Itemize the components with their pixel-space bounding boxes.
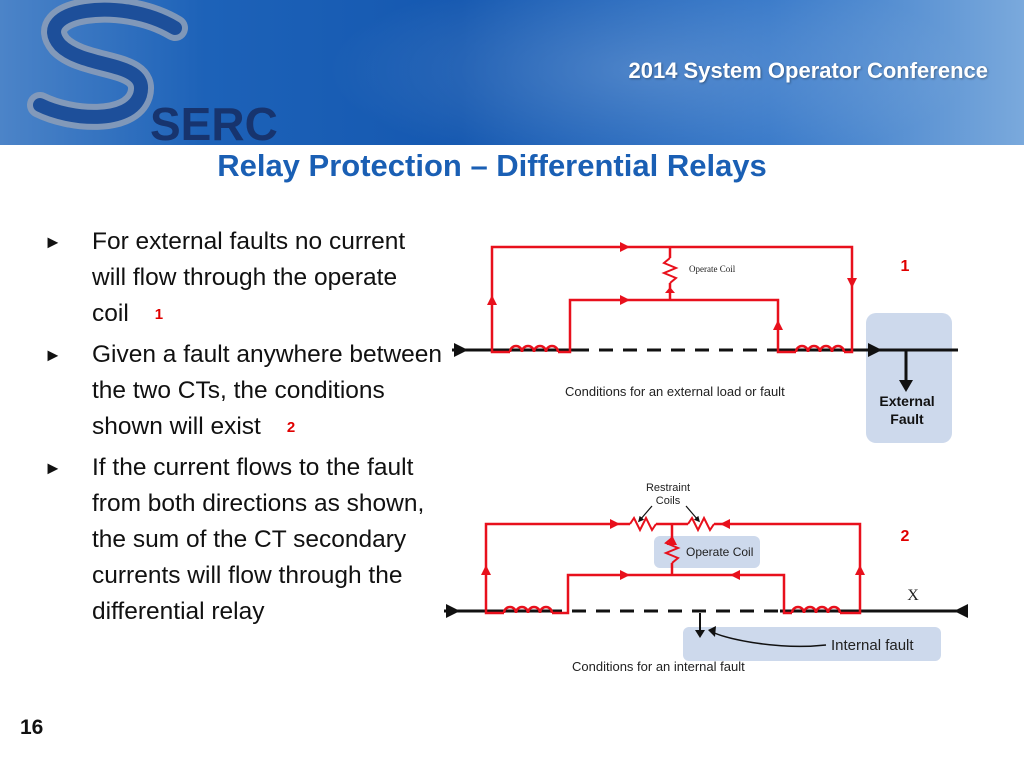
current-arrow [730,570,740,580]
outer-loop-left [484,522,630,615]
primary-arrow-left [446,604,460,618]
internal-fault-pointer [711,631,827,648]
current-arrow [773,320,783,330]
external-fault-label: Fault [890,411,924,427]
restraint-pointer [685,505,700,523]
bullet-item: ► For external faults no current will fl… [44,224,444,333]
bullet-text: If the current flows to the fault from b… [92,454,425,625]
slide-title: Relay Protection – Differential Relays [217,148,767,183]
inner-loop [552,573,792,615]
external-fault-box [866,313,952,443]
current-arrow [620,570,630,580]
diagram-external-fault: Operate Coil Conditions for an external … [452,242,958,443]
bullet-item: ► If the current flows to the fault from… [44,450,444,630]
ct-coil-right [790,605,842,614]
internal-fault-box [683,627,941,661]
restraint-coil-left [629,515,657,533]
bullet-item: ► Given a fault anywhere between the two… [44,337,444,446]
internal-fault-pointer-head [708,626,716,637]
operate-coil-resistor [661,257,679,284]
serc-logo: SERC [27,0,278,145]
restraint-coil-right [687,515,715,533]
current-arrow [847,278,857,288]
restraint-coils-label: Coils [656,495,681,507]
bullet-ref-number: 2 [286,419,296,436]
bullet-ref-number: 1 [154,306,164,323]
diagram-internal-fault: Restraint Coils Operate Coil X Internal … [444,482,968,674]
restraint-pointer [638,505,653,523]
current-arrow [620,242,630,252]
current-arrow [855,565,865,575]
current-arrow [720,519,730,529]
ct-coil-right [794,344,846,353]
logo-text: SERC [150,98,278,145]
inner-loop [558,298,796,354]
ct-coil-left [502,605,554,614]
primary-arrow-right [954,604,968,618]
diagram1-number: 1 [901,258,910,275]
slide-page-number: 16 [20,716,44,739]
diagram1-caption: Conditions for an external load or fault [565,384,785,399]
current-arrow [620,295,630,305]
current-arrow [487,295,497,305]
operate-coil-label: Operate Coil [689,264,736,274]
outer-loop [490,245,854,354]
operate-coil-box [654,536,760,568]
header-banner: SERC 2014 System Operator Conference [0,0,1024,145]
diagram2-caption: Conditions for an internal fault [572,659,745,674]
operate-coil-label: Operate Coil [686,545,753,559]
internal-fault-arrowhead [695,630,705,638]
primary-arrow-right [868,343,882,357]
bullet-text: Given a fault anywhere between the two C… [92,341,443,440]
operate-coil-resistor [663,537,681,564]
current-arrow [610,519,620,529]
bullet-arrow-icon: ► [44,345,62,365]
header-glow [300,0,1000,145]
bullet-text: For external faults no current will flow… [92,228,406,327]
restraint-coils-label: Restraint [646,482,690,494]
primary-arrow-left [454,343,468,357]
current-arrow [667,535,677,545]
current-arrow [481,565,491,575]
current-arrow [665,287,675,293]
external-fault-label: External [879,393,934,409]
x-mark: X [907,587,919,604]
internal-fault-label: Internal fault [831,637,914,654]
bullet-arrow-icon: ► [44,458,62,478]
fault-arrowhead [899,380,913,392]
bullet-list: ► For external faults no current will fl… [44,224,444,634]
ct-coil-left [508,344,560,353]
bullet-arrow-icon: ► [44,232,62,252]
diagram2-number: 2 [901,528,910,545]
conference-title: 2014 System Operator Conference [628,58,989,83]
